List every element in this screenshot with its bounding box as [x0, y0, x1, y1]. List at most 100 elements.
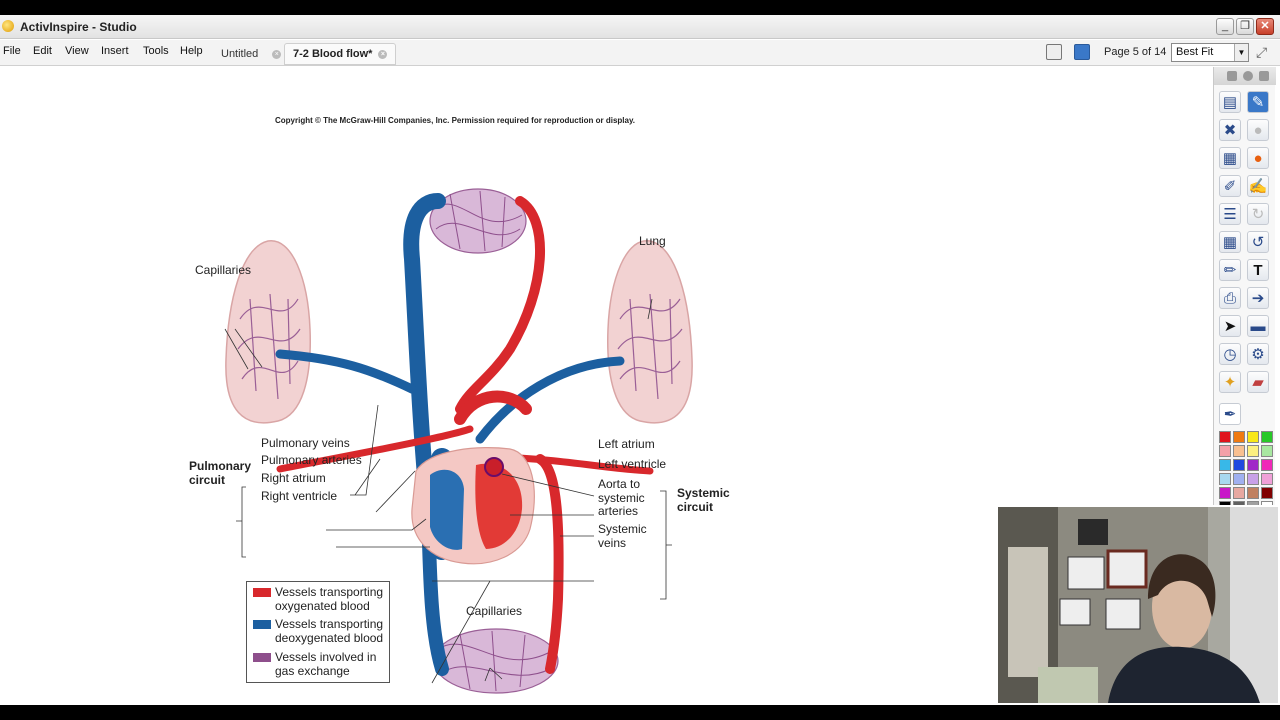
legend: Vessels transporting oxygenated blood Ve…: [246, 581, 390, 683]
pen-icon[interactable]: ✐: [1219, 175, 1241, 197]
menu-tools[interactable]: Tools: [143, 45, 169, 57]
select-pointer-icon[interactable]: ➤: [1219, 315, 1241, 337]
blood-circulation-diagram: [224, 188, 693, 694]
label-systemic-circuit: Systemic circuit: [677, 486, 730, 514]
bottom-capillary-bed: [433, 628, 559, 694]
legend-swatch: [253, 653, 271, 662]
color-swatch[interactable]: [1219, 459, 1231, 471]
menu-view[interactable]: View: [65, 45, 89, 57]
close-button[interactable]: ✕: [1256, 18, 1274, 35]
title-bar: ActivInspire - Studio _ ❐ ✕: [0, 15, 1280, 39]
restore-button[interactable]: ❐: [1236, 18, 1254, 35]
color-swatch[interactable]: [1219, 445, 1231, 457]
eraser-icon[interactable]: ▰: [1247, 371, 1269, 393]
toolbox-collapse-icon[interactable]: [1259, 71, 1269, 81]
label-pulmonary-veins: Pulmonary veins: [261, 436, 350, 450]
flipchart-canvas[interactable]: Copyright © The McGraw-Hill Companies, I…: [0, 67, 1212, 705]
right-lung: [607, 240, 693, 424]
page-indicator: Page 5 of 14: [1104, 46, 1167, 58]
presenter-webcam: [996, 505, 1280, 705]
webcam-feed: [998, 507, 1278, 703]
color-swatch[interactable]: [1247, 445, 1259, 457]
minimize-button[interactable]: _: [1216, 18, 1234, 35]
color-swatch[interactable]: [1247, 459, 1259, 471]
copyright-note: Copyright © The McGraw-Hill Companies, I…: [275, 116, 636, 125]
color-swatch[interactable]: [1219, 431, 1231, 443]
tab-label: 7-2 Blood flow*: [293, 48, 373, 60]
print-icon[interactable]: ⎙: [1219, 287, 1241, 309]
color-swatch[interactable]: [1219, 473, 1231, 485]
legend-swatch: [253, 620, 271, 629]
label-leader-lines: [224, 298, 672, 684]
main-toolbox: ▤ ✎ ✖ ● ▦ ● ✐ ✍ ☰ ↻ ▦ ↺ ✏ T ⎙ ➔ ➤ ▬ ◷ ⚙ …: [1213, 67, 1276, 513]
color-swatch[interactable]: [1261, 431, 1273, 443]
menu-edit[interactable]: Edit: [33, 45, 52, 57]
legend-text: Vessels transporting deoxygenated blood: [275, 617, 384, 645]
tab-label: Untitled: [221, 48, 259, 60]
tab-blood-flow[interactable]: 7-2 Blood flow* ×: [284, 43, 397, 65]
zoom-value: Best Fit: [1176, 46, 1214, 58]
tab-untitled[interactable]: Untitled ×: [212, 43, 290, 65]
label-left-atrium: Left atrium: [598, 437, 655, 451]
pen-tool-icon[interactable]: ✒: [1219, 403, 1241, 425]
label-right-atrium: Right atrium: [261, 471, 326, 485]
resource-icon[interactable]: ●: [1247, 147, 1269, 169]
menu-file[interactable]: File: [3, 45, 21, 57]
label-lung: Lung: [639, 234, 666, 248]
app-title: ActivInspire - Studio: [20, 20, 137, 34]
menu-help[interactable]: Help: [180, 45, 203, 57]
menu-bar: File Edit View Insert Tools Help Untitle…: [0, 40, 1280, 66]
color-swatch[interactable]: [1247, 487, 1259, 499]
magic-ink-icon[interactable]: ✦: [1219, 371, 1241, 393]
zoom-select[interactable]: Best Fit ▼: [1171, 43, 1249, 62]
next-page-icon[interactable]: ➔: [1247, 287, 1269, 309]
page-view-icon[interactable]: [1074, 44, 1090, 60]
shape-icon[interactable]: ▬: [1247, 315, 1269, 337]
highlighter-icon[interactable]: ✏: [1219, 259, 1241, 281]
notes-icon[interactable]: ☰: [1219, 203, 1241, 225]
color-swatch[interactable]: [1219, 487, 1231, 499]
camera-icon[interactable]: ▦: [1219, 147, 1241, 169]
toolbox-header: [1214, 67, 1276, 85]
redo-icon[interactable]: ↻: [1247, 203, 1269, 225]
color-swatch[interactable]: [1261, 487, 1273, 499]
legend-text: Vessels involved in gas exchange: [275, 650, 377, 678]
label-pulmonary-circuit: Pulmonary circuit: [189, 459, 252, 487]
label-right-ventricle: Right ventricle: [261, 489, 338, 503]
color-swatch[interactable]: [1233, 459, 1245, 471]
color-swatch[interactable]: [1247, 473, 1259, 485]
color-swatch[interactable]: [1233, 487, 1245, 499]
tab-close-icon[interactable]: ×: [378, 49, 388, 59]
edit-icon[interactable]: ✍: [1247, 175, 1269, 197]
color-swatch[interactable]: [1261, 459, 1273, 471]
reset-icon[interactable]: ✖: [1219, 119, 1241, 141]
tab-close-icon[interactable]: ×: [272, 49, 282, 59]
color-swatch[interactable]: [1261, 445, 1273, 457]
play-icon[interactable]: ●: [1247, 119, 1269, 141]
connector-icon[interactable]: ⚙: [1247, 343, 1269, 365]
label-capillaries-top-left: Capillaries: [195, 263, 252, 277]
chevron-down-icon[interactable]: ▼: [1234, 44, 1248, 61]
fullscreen-icon[interactable]: ⤢: [1256, 44, 1268, 60]
browser-icon[interactable]: ▤: [1219, 91, 1241, 113]
color-swatch[interactable]: [1233, 431, 1245, 443]
left-lung: [225, 240, 311, 424]
oxygenated-vessels: [276, 196, 654, 674]
heart: [411, 447, 535, 565]
grid-icon[interactable]: ▦: [1219, 231, 1241, 253]
color-swatch[interactable]: [1233, 473, 1245, 485]
text-tool-icon[interactable]: T: [1247, 259, 1269, 281]
toolbox-settings-icon[interactable]: [1243, 71, 1253, 81]
toolbox-menu-icon[interactable]: [1227, 71, 1237, 81]
page-browser-icon[interactable]: [1046, 44, 1062, 60]
app-logo-icon: [2, 20, 14, 32]
clock-icon[interactable]: ◷: [1219, 343, 1241, 365]
app-window: ActivInspire - Studio _ ❐ ✕ File Edit Vi…: [0, 15, 1280, 705]
color-swatch[interactable]: [1247, 431, 1259, 443]
top-capillary-bed: [429, 188, 527, 254]
undo-icon[interactable]: ↺: [1247, 231, 1269, 253]
color-swatch[interactable]: [1233, 445, 1245, 457]
color-swatch[interactable]: [1261, 473, 1273, 485]
menu-insert[interactable]: Insert: [101, 45, 129, 57]
flipchart-icon[interactable]: ✎: [1247, 91, 1269, 113]
